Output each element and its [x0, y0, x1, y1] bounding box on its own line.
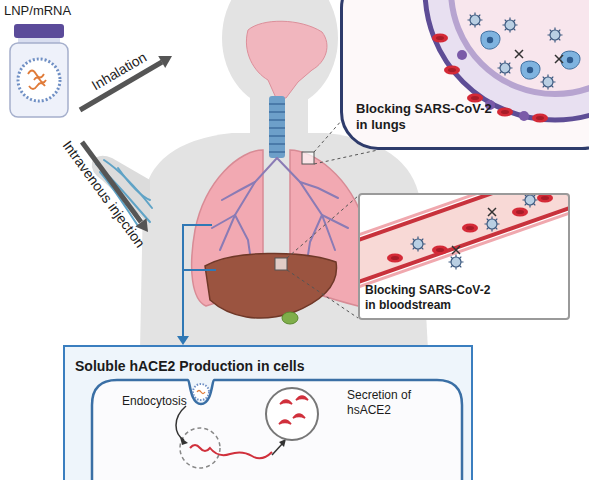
step-label: Endocytosis [122, 394, 202, 409]
focus-square [275, 258, 287, 270]
organ-connector [183, 225, 216, 338]
blood-inset-art [358, 193, 570, 320]
product-jar: LNP/mRNA [8, 22, 70, 117]
jar-label: LNP/mRNA [4, 3, 84, 19]
focus-square [302, 152, 314, 164]
lung-inset-art [340, 0, 589, 150]
inset-caption: Blocking SARS-CoV-2 in bloodstream [365, 283, 497, 313]
process-panel: Soluble hACE2 Production in cellsEndocyt… [63, 345, 473, 480]
cell: Endocytosis Secretion of hsACE2 [92, 380, 462, 480]
liver [205, 253, 337, 324]
step-label: Secretion of hsACE2 [347, 388, 425, 418]
inset-caption: Blocking SARS-CoV-2 in lungs [356, 101, 496, 134]
panel-title: Soluble hACE2 Production in cells [75, 358, 375, 376]
nasal-cavity [246, 21, 327, 98]
lnp-jar [10, 24, 68, 117]
lung-inset: Blocking SARS-CoV-2 in lungs [340, 0, 589, 150]
blood-inset: Blocking SARS-CoV-2 in bloodstream [358, 193, 570, 320]
trachea [269, 96, 285, 158]
arrow-head [177, 336, 189, 345]
cell-art [92, 380, 462, 480]
